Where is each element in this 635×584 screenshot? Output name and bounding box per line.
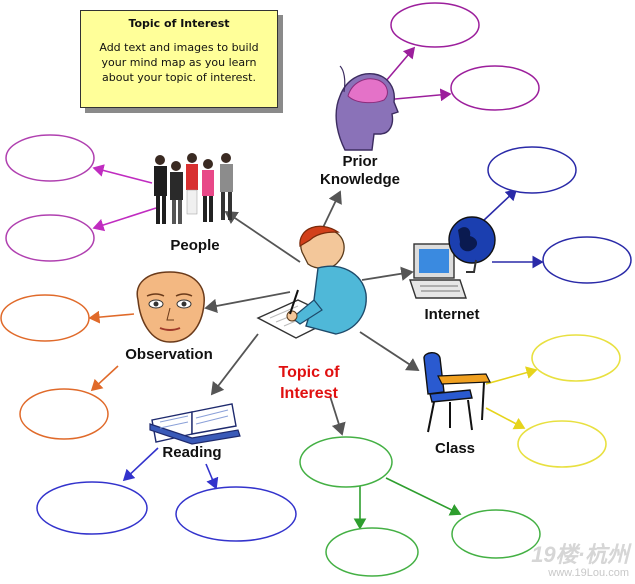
instructions-note: Topic of Interest Add text and images to… (80, 10, 278, 108)
people-bubble-1[interactable] (5, 134, 95, 182)
observation-branch (0, 294, 135, 440)
arrow-to-center-bubble (329, 395, 346, 436)
label-internet: Internet (424, 306, 480, 323)
center-bubble-1[interactable] (299, 436, 393, 488)
people-bubble-2[interactable] (5, 214, 95, 262)
watermark-url: www.19Lou.com (548, 567, 629, 579)
watermark: 19楼·杭州 www.19Lou.com (531, 543, 629, 580)
student-writing-icon (256, 225, 367, 339)
head-brain-icon (335, 65, 399, 151)
people-branch (5, 134, 157, 262)
arrow-to-observation (204, 291, 291, 314)
reading-bubble-2[interactable] (175, 486, 297, 542)
center-arrows (204, 190, 420, 436)
open-book-icon (149, 403, 241, 445)
label-observation: Observation (125, 346, 213, 363)
computer-globe-icon (409, 216, 496, 299)
internet-branch (481, 146, 632, 284)
class-branch (485, 334, 621, 468)
label-class: Class (434, 440, 476, 457)
class-bubble-2[interactable] (517, 420, 607, 468)
school-desk-icon (423, 352, 491, 433)
watermark-brand: 19楼·杭州 (531, 542, 629, 567)
face-icon (136, 271, 205, 343)
label-reading: Reading (162, 444, 222, 461)
people-group-icon (154, 153, 233, 224)
prior-bubble-1[interactable] (390, 2, 480, 48)
arrow-to-internet (361, 266, 414, 281)
center-bubble-3[interactable] (451, 509, 541, 559)
prior-bubble-2[interactable] (450, 65, 540, 111)
center-branch (299, 436, 541, 577)
class-bubble-1[interactable] (531, 334, 621, 382)
label-prior-knowledge: Prior Knowledge (319, 153, 400, 188)
prior-branch (379, 2, 540, 111)
reading-branch (36, 447, 297, 542)
arrow-to-people (224, 210, 301, 263)
note-body: Add text and images to build your mind m… (99, 41, 259, 84)
label-people: People (170, 237, 220, 254)
arrow-to-class (359, 331, 420, 371)
center-bubble-2[interactable] (325, 527, 419, 577)
label-topic-of-interest: Topic of Interest (278, 364, 340, 402)
note-title: Topic of Interest (128, 17, 230, 30)
observation-bubble-1[interactable] (0, 294, 90, 342)
observation-bubble-2[interactable] (19, 388, 109, 440)
internet-bubble-2[interactable] (542, 236, 632, 284)
arrow-to-reading (210, 333, 259, 396)
internet-bubble-1[interactable] (487, 146, 577, 194)
reading-bubble-1[interactable] (36, 481, 148, 535)
